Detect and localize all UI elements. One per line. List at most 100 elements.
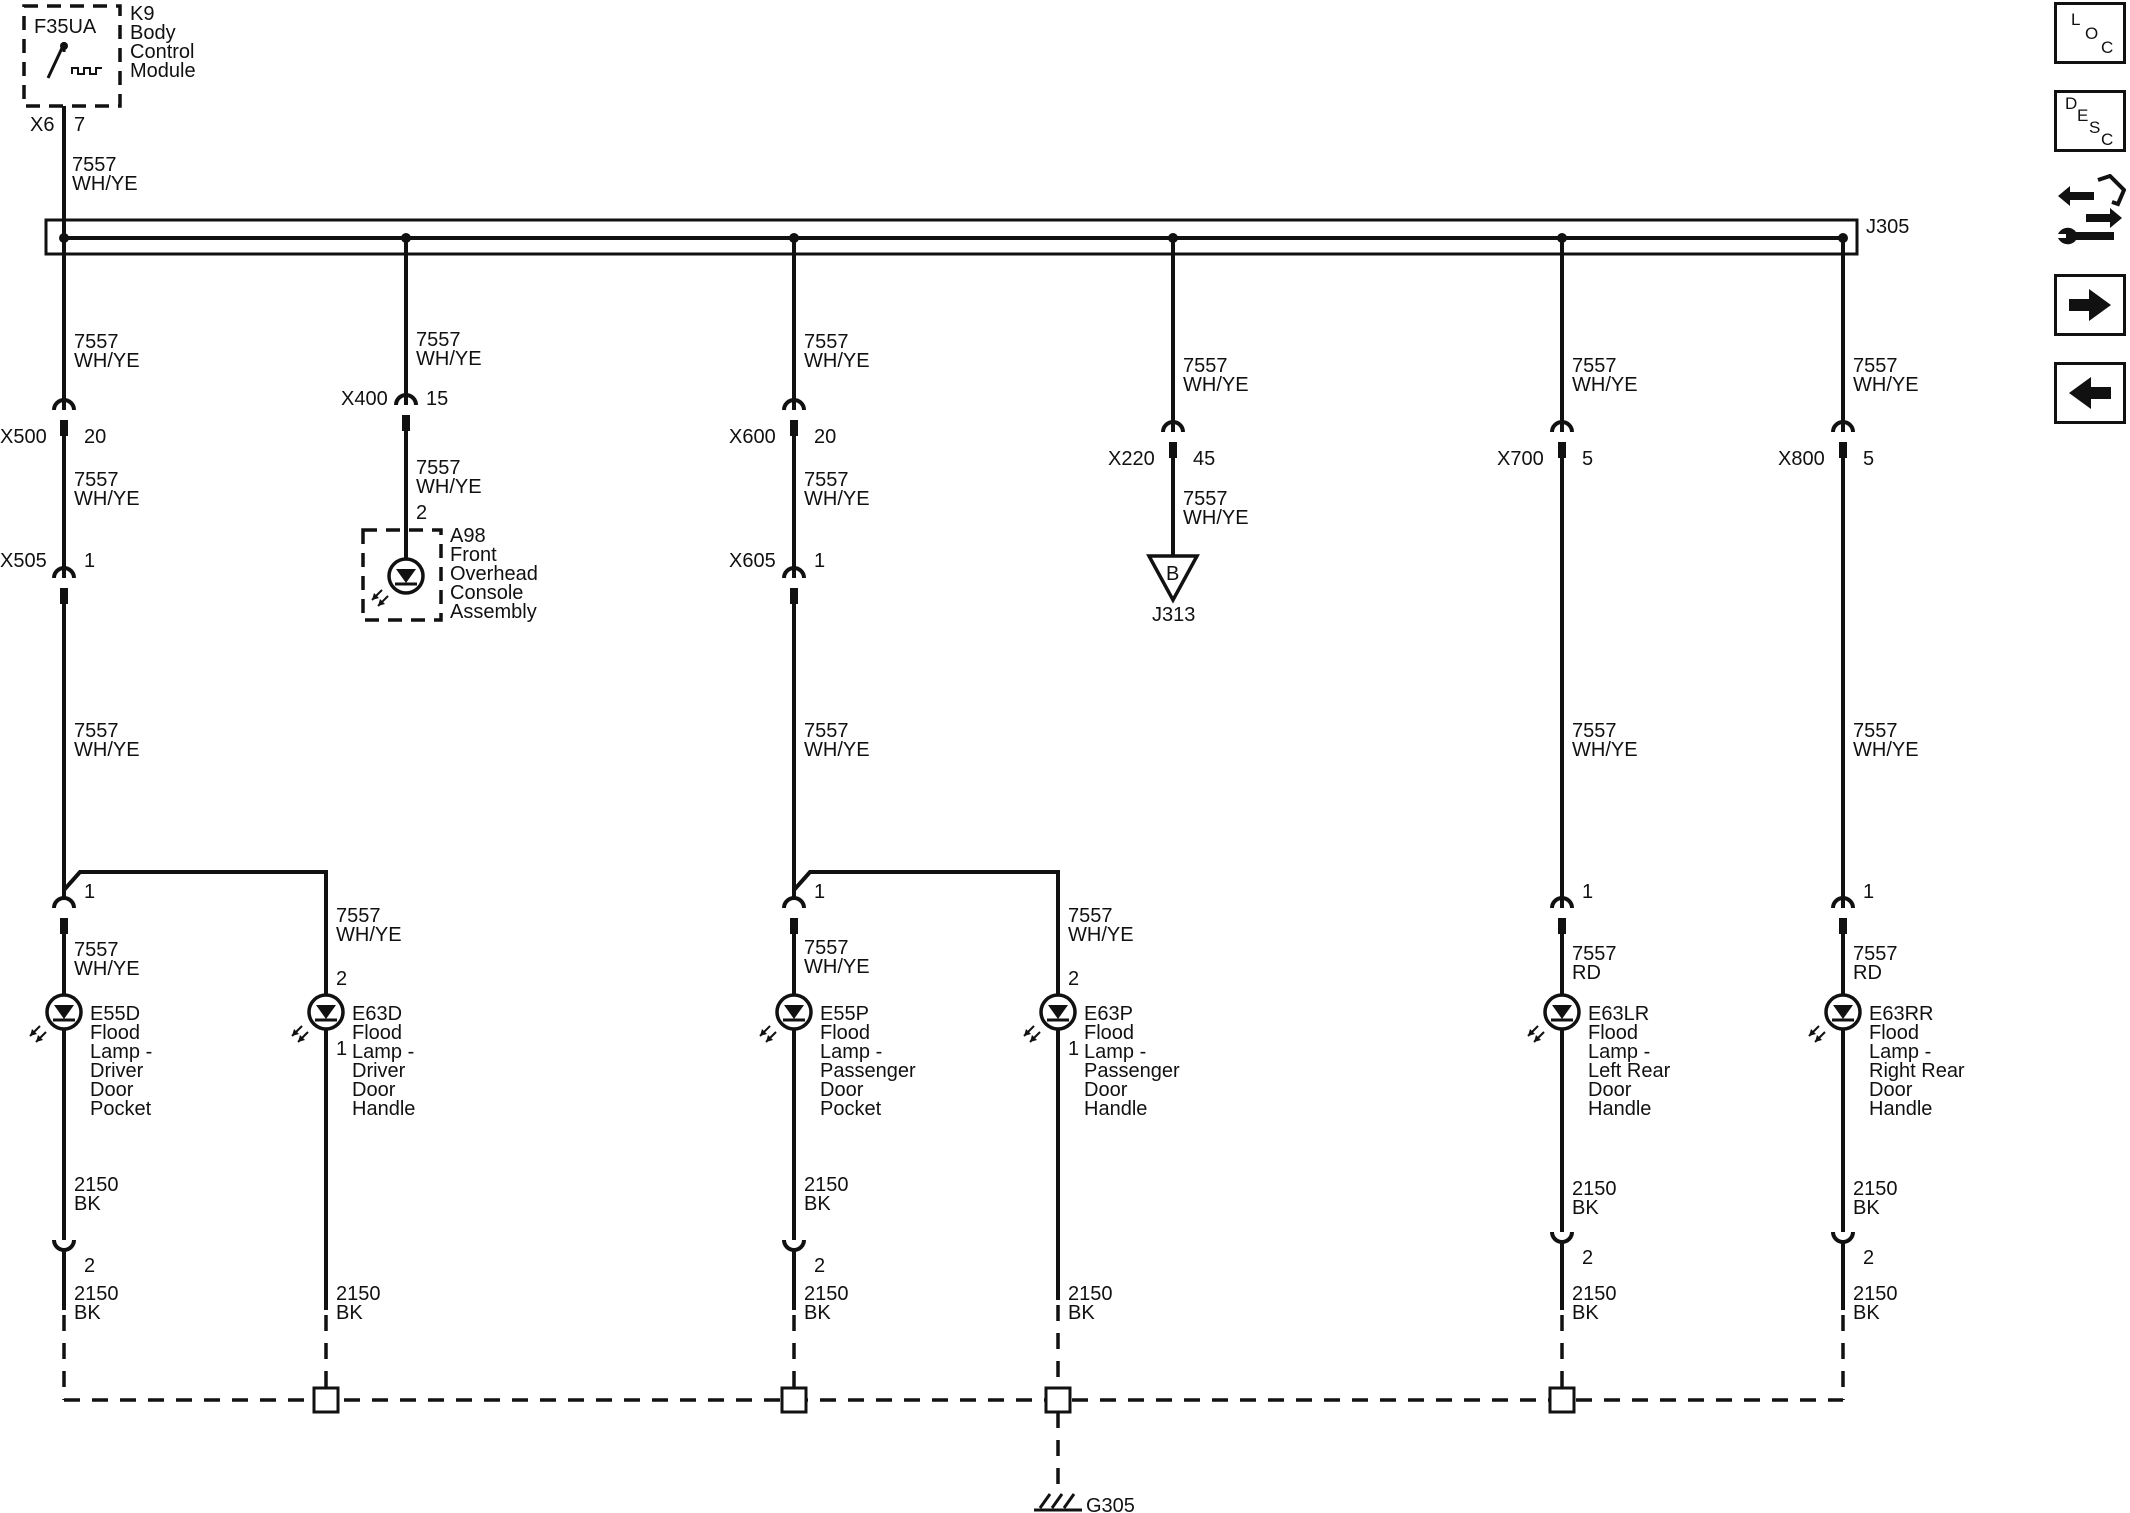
bcm-name-3: Module [130, 60, 196, 82]
lamp-name: Handle [1084, 1098, 1147, 1120]
connector-label: X500 [0, 426, 47, 448]
lamp-name: Passenger [1084, 1060, 1180, 1082]
wire-label: 7557 [1572, 355, 1617, 377]
lamp-name: Left Rear [1588, 1060, 1671, 1082]
module-name: Assembly [450, 601, 537, 623]
lamp-name: Door [820, 1079, 864, 1101]
module-name: Front [450, 544, 497, 566]
feed-circuit: 7557 [72, 154, 117, 176]
connector-label: X800 [1778, 448, 1825, 470]
module-name: Overhead [450, 563, 538, 585]
module-name: Console [450, 582, 523, 604]
connector-label: X700 [1497, 448, 1544, 470]
wire-label: 7557 [1572, 720, 1617, 742]
wire-label: BK [804, 1193, 831, 1215]
lamp-name: Flood [90, 1022, 140, 1044]
wire-label: WH/YE [416, 476, 482, 498]
lamp-ref: E63P [1084, 1003, 1133, 1025]
pin-label: 2 [336, 968, 347, 990]
wire-label: 7557 [416, 329, 461, 351]
pin-label: 2 [416, 502, 427, 524]
wire-label: 2150 [74, 1283, 119, 1305]
bcm-internal-label: F35UA [34, 16, 97, 38]
wire-label: 7557 [74, 331, 119, 353]
lamp-name: Lamp - [1588, 1041, 1650, 1063]
lamp-name: Door [1869, 1079, 1913, 1101]
wire-label: WH/YE [74, 350, 140, 372]
lamp-name: Handle [1588, 1098, 1651, 1120]
location-button[interactable]: L O C [2054, 2, 2126, 64]
lamp-name: Lamp - [90, 1041, 152, 1063]
wire-label: 7557 [1068, 905, 1113, 927]
wire-label: WH/YE [1068, 924, 1134, 946]
pin-label: 1 [84, 550, 95, 572]
wire-label: BK [1853, 1302, 1880, 1324]
lamp-name: Lamp - [1084, 1041, 1146, 1063]
pin-label: 1 [84, 881, 95, 903]
branch-left-rear: 7557 WH/YE X700 5 7557 WH/YE 1 7557 RD E… [1497, 238, 1671, 1324]
lamp-ref: E63LR [1588, 1003, 1649, 1025]
loc-letter: O [2085, 24, 2098, 43]
module-ref: A98 [450, 525, 486, 547]
splice-ref: J305 [1866, 216, 1909, 238]
desc-letter: S [2089, 118, 2100, 137]
wire-label: BK [1572, 1302, 1599, 1324]
lamp-name: Door [352, 1079, 396, 1101]
wire-label: WH/YE [1572, 374, 1638, 396]
lamp-name: Driver [352, 1060, 406, 1082]
branch-overhead-console: 7557 WH/YE X400 15 7557 WH/YE 2 A98 Fron… [341, 238, 538, 623]
lamp-name: Flood [820, 1022, 870, 1044]
wire-label: 7557 [1183, 488, 1228, 510]
wire-label: 7557 [74, 720, 119, 742]
bcm-pin: 7 [74, 114, 85, 136]
wire-label: WH/YE [1853, 374, 1919, 396]
wire-label: WH/YE [1183, 374, 1249, 396]
desc-letter: E [2077, 106, 2088, 125]
pin-label: 45 [1193, 448, 1215, 470]
body-control-module: F35UA K9 Body Control Module X6 7 [22, 3, 196, 136]
wire-label: WH/YE [1853, 739, 1919, 761]
wire-label: BK [74, 1302, 101, 1324]
branch-driver: 7557 WH/YE X500 20 7557 WH/YE X505 1 755… [0, 238, 415, 1324]
wire-label: 7557 [1183, 355, 1228, 377]
wire-label: WH/YE [804, 350, 870, 372]
arrow-left-icon [2069, 377, 2111, 409]
ground-ref: G305 [1086, 1495, 1135, 1513]
wire-label: 2150 [1572, 1178, 1617, 1200]
pin-label: 1 [1582, 881, 1593, 903]
wire-label: WH/YE [1183, 507, 1249, 529]
lamp-name: Passenger [820, 1060, 916, 1082]
previous-page-button[interactable] [2054, 362, 2126, 424]
wire-label: 7557 [804, 937, 849, 959]
loc-icon: L O C [2071, 10, 2113, 57]
pin-label: 1 [1068, 1038, 1079, 1060]
branch-right-rear: 7557 WH/YE X800 5 7557 WH/YE 1 7557 RD E… [1778, 238, 1965, 1324]
wire-label: BK [336, 1302, 363, 1324]
inline-splice-ref: J313 [1152, 604, 1195, 626]
wire-label: RD [1572, 962, 1601, 984]
ground-bus: G305 [62, 1305, 1845, 1513]
connector-label: X600 [729, 426, 776, 448]
lamp-name: Right Rear [1869, 1060, 1965, 1082]
wire-label: 7557 [74, 939, 119, 961]
lamp-name: Pocket [820, 1098, 882, 1120]
wire-label: 7557 [1572, 943, 1617, 965]
ground-icon [1034, 1493, 1082, 1512]
lamp-ref: E63RR [1869, 1003, 1933, 1025]
description-button[interactable]: D E S C [2054, 90, 2126, 152]
wire-label: 7557 [74, 469, 119, 491]
pin-label: 2 [1863, 1247, 1874, 1269]
pin-label: 1 [814, 550, 825, 572]
lamp-name: Handle [352, 1098, 415, 1120]
wire-label: 7557 [804, 469, 849, 491]
wire-label: BK [1853, 1197, 1880, 1219]
wire-label: 2150 [804, 1283, 849, 1305]
next-page-button[interactable] [2054, 274, 2126, 336]
connector-wrench-icon[interactable] [2054, 173, 2127, 250]
wire-label: BK [1068, 1302, 1095, 1324]
wire-label: 2150 [336, 1283, 381, 1305]
wire-label: 2150 [1853, 1283, 1898, 1305]
pin-label: 20 [84, 426, 106, 448]
wire-label: BK [74, 1193, 101, 1215]
